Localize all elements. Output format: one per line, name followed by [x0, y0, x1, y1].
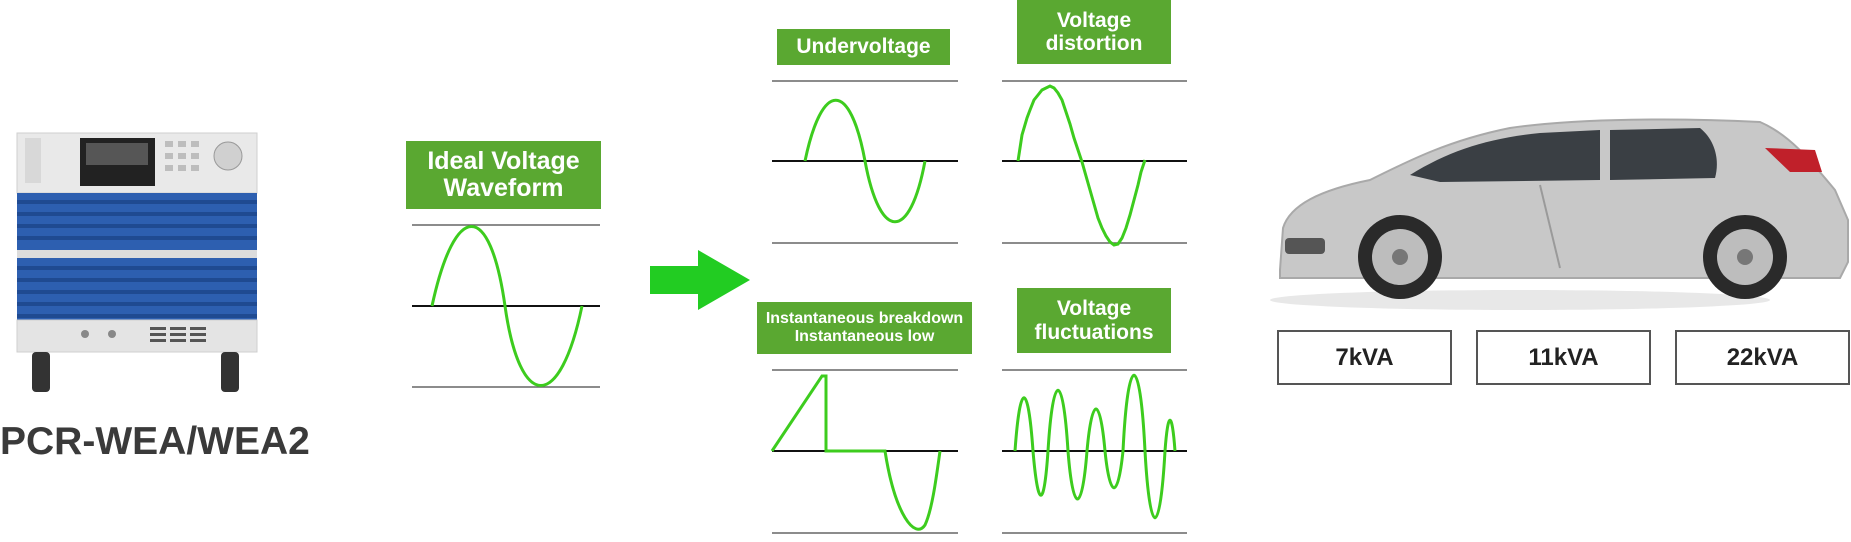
voltage-fluctuations-label: Voltage fluctuations [1017, 288, 1171, 353]
power-supply-unit-image [16, 132, 258, 392]
breakdown-label-line2: Instantaneous low [794, 328, 935, 345]
undervoltage-label: Undervoltage [777, 29, 950, 65]
capacity-22kva-box: 22kVA [1675, 330, 1850, 385]
fluctuations-label-line2: fluctuations [1034, 320, 1154, 344]
ideal-sine-wave [430, 225, 584, 387]
voltage-fluctuations-plot [1002, 369, 1187, 534]
fluctuations-wave [1013, 374, 1177, 520]
distortion-label-line2: distortion [1045, 32, 1143, 55]
capacity-11kva-box: 11kVA [1476, 330, 1651, 385]
undervoltage-wave [803, 98, 927, 224]
ideal-label-line2: Waveform [443, 174, 564, 202]
capacity-7kva-box: 7kVA [1277, 330, 1452, 385]
fluctuations-label-line1: Voltage [1056, 297, 1132, 321]
distortion-wave [1016, 84, 1147, 247]
ideal-label-line1: Ideal Voltage [427, 146, 580, 175]
ideal-waveform-plot [412, 224, 600, 388]
breakdown-wave [770, 374, 942, 531]
voltage-distortion-plot [1002, 80, 1187, 247]
voltage-distortion-label: Voltage distortion [1017, 0, 1171, 64]
car-image [1270, 118, 1849, 310]
transform-arrow [650, 250, 750, 310]
instantaneous-breakdown-plot [770, 369, 958, 534]
undervoltage-plot [772, 80, 958, 244]
breakdown-label-line1: Instantaneous breakdown [765, 310, 964, 328]
instantaneous-breakdown-label: Instantaneous breakdown Instantaneous lo… [757, 302, 972, 354]
ideal-waveform-label: Ideal Voltage Waveform [406, 141, 601, 209]
product-model-label: PCR-WEA/WEA2 [0, 420, 310, 463]
distortion-label-line1: Voltage [1056, 8, 1132, 32]
